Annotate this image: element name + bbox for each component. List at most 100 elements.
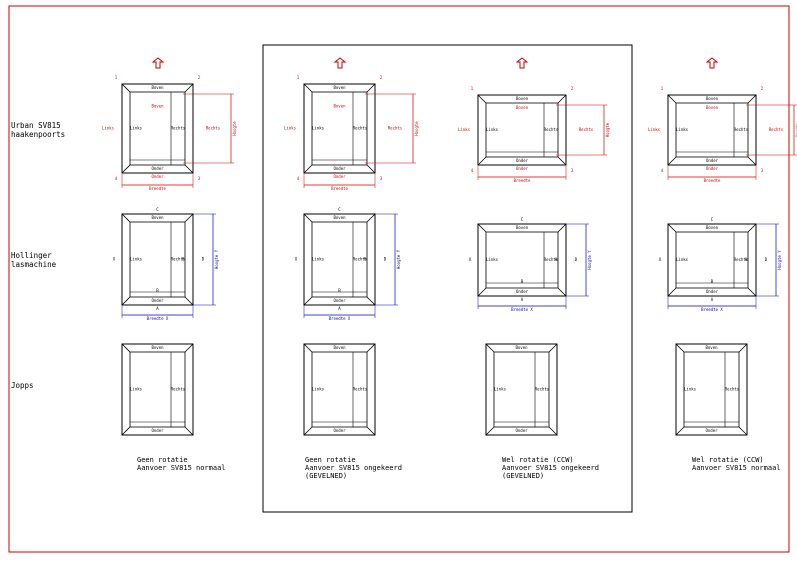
label-rechts-r2-c2: Rechts (353, 257, 368, 262)
dim-hoogte-y-text-r2-c4: Hoogte Y (777, 250, 782, 270)
dim-breedte-x-text-r2-c1: Breedte X (147, 316, 169, 321)
red-boven-r1-c1: Boven (151, 104, 164, 109)
label-rechts-r3-c4: Rechts (725, 387, 740, 392)
label-onder-r1-c4: Onder (706, 158, 719, 163)
label-onder-r2-c3: Onder (516, 289, 529, 294)
frame-miter-r3-c4-1 (738, 343, 748, 353)
label-onder-r3-c1: Onder (151, 428, 164, 433)
red-corner4-r1-c4: 4 (661, 168, 664, 173)
frame-miter-r3-c3-0 (485, 343, 495, 353)
frame-miter-r1-c2-3 (366, 164, 376, 174)
label-links-r3-c3: Links (494, 387, 507, 392)
label-links-r2-c4: Links (676, 257, 689, 262)
label-c-r2-c3: C (521, 217, 524, 222)
label-rechts-r2-c4: Rechts (734, 257, 749, 262)
label-rechts-r3-c2: Rechts (353, 387, 368, 392)
label-b-r2-c1: B (156, 288, 159, 293)
label-d-r2-c1: D (202, 257, 205, 262)
label-links-r1-c4: Links (676, 127, 689, 132)
frame-outer-r3-c3 (485, 343, 558, 436)
label-boven-r1-c4: Boven (706, 96, 719, 101)
label-links-r3-c4: Links (684, 387, 697, 392)
frame-miter-r3-c4-3 (738, 426, 748, 436)
dim-breedte-text-r1-c4: Breedte (704, 178, 721, 183)
up-arrow-icon-c1 (151, 57, 165, 69)
label-boven-r3-c4: Boven (705, 345, 718, 350)
frame-inner-r3-c4 (683, 351, 740, 428)
frame-outer-r3-c4 (675, 343, 748, 436)
caption-col4: Wel rotatie (CCW)Aanvoer SV815 normaal (692, 456, 781, 472)
label-x-r2-c4: X (659, 257, 662, 262)
caption-col3-line1: Wel rotatie (CCW) (502, 456, 574, 464)
label-onder-r1-c2: Onder (333, 166, 346, 171)
label-c-r2-c4: C (711, 217, 714, 222)
frame-miter-r2-c2-3 (366, 296, 376, 306)
frame-inner-r2-c3 (485, 231, 559, 289)
label-links-r2-c2: Links (312, 257, 325, 262)
caption-col3-line2: Aanvoer SV815 ongekeerd (502, 464, 599, 472)
red-corner2-r1-c2: 2 (380, 75, 383, 80)
red-rechts-r1-c1: Rechts (206, 126, 221, 131)
label-d-r2-c2: D (384, 257, 387, 262)
up-arrow-icon-c4 (705, 57, 719, 69)
label-x-r2-c1: X (113, 257, 116, 262)
frame-miter-r2-c3-0 (477, 223, 487, 233)
frame-outer-r2-c4 (667, 223, 757, 297)
label-x-r2-c3: X (469, 257, 472, 262)
label-onder-r3-c3: Onder (515, 428, 528, 433)
frame-miter-r1-c1-3 (184, 164, 194, 174)
frame-outer-r2-c2 (303, 213, 376, 306)
center-panel-frame (262, 44, 633, 513)
frame-outer-r2-c3 (477, 223, 567, 297)
caption-col3-line3: (GEVELNED) (502, 472, 545, 480)
label-a-r2-c2: A (338, 306, 341, 311)
red-rechts-r1-c3: Rechts (579, 127, 594, 132)
dim-breedte-text-r1-c3: Breedte (514, 178, 531, 183)
red-boven-r1-c2: Boven (333, 104, 346, 109)
label-onder-r1-c3: Onder (516, 158, 529, 163)
frame-inner-r1-c2 (311, 91, 368, 166)
red-boven-r1-c4: Boven (706, 105, 719, 110)
label-rechts-r3-c1: Rechts (171, 387, 186, 392)
row-label-urban-line2: haakenpoorts (11, 130, 66, 139)
frame-miter-r1-c4-3 (747, 156, 757, 166)
frame-miter-r3-c1-0 (121, 343, 131, 353)
red-links-r1-c2: Links (284, 126, 297, 131)
label-a-r2-c3: A (521, 297, 524, 302)
red-corner3-r1-c4: 3 (761, 168, 764, 173)
label-boven-r2-c4: Boven (706, 225, 719, 230)
red-onder-r1-c1: Onder (151, 174, 164, 179)
red-corner2-r1-c4: 2 (761, 86, 764, 91)
label-d-r2-c3: D (575, 257, 578, 262)
frame-miter-r1-c3-2 (477, 156, 487, 166)
row-label-hollinger-line1: Hollinger (11, 251, 52, 260)
frame-inner-r3-c3 (493, 351, 550, 428)
red-links-r1-c3: Links (458, 127, 471, 132)
label-onder-r3-c4: Onder (705, 428, 718, 433)
frame-inner-r3-c1 (129, 351, 186, 428)
label-h-r2-c3: H (555, 257, 558, 262)
label-links-r1-c2: Links (312, 126, 325, 131)
frame-miter-r1-c4-1 (747, 94, 757, 104)
row-label-urban-line1: Urban SV815 (11, 121, 61, 130)
dim-breedte-x-text-r2-c2: Breedte X (329, 316, 351, 321)
frame-miter-r3-c3-3 (548, 426, 558, 436)
label-links-r1-c1: Links (130, 126, 143, 131)
dim-breedte-x-text-r2-c4: Breedte X (701, 307, 723, 312)
frame-miter-r2-c1-2 (121, 296, 131, 306)
frame-outer-r3-c1 (121, 343, 194, 436)
frame-miter-r1-c3-0 (477, 94, 487, 104)
frame-inner-r1-c4 (675, 102, 749, 158)
caption-col4-line2: Aanvoer SV815 normaal (692, 464, 781, 472)
